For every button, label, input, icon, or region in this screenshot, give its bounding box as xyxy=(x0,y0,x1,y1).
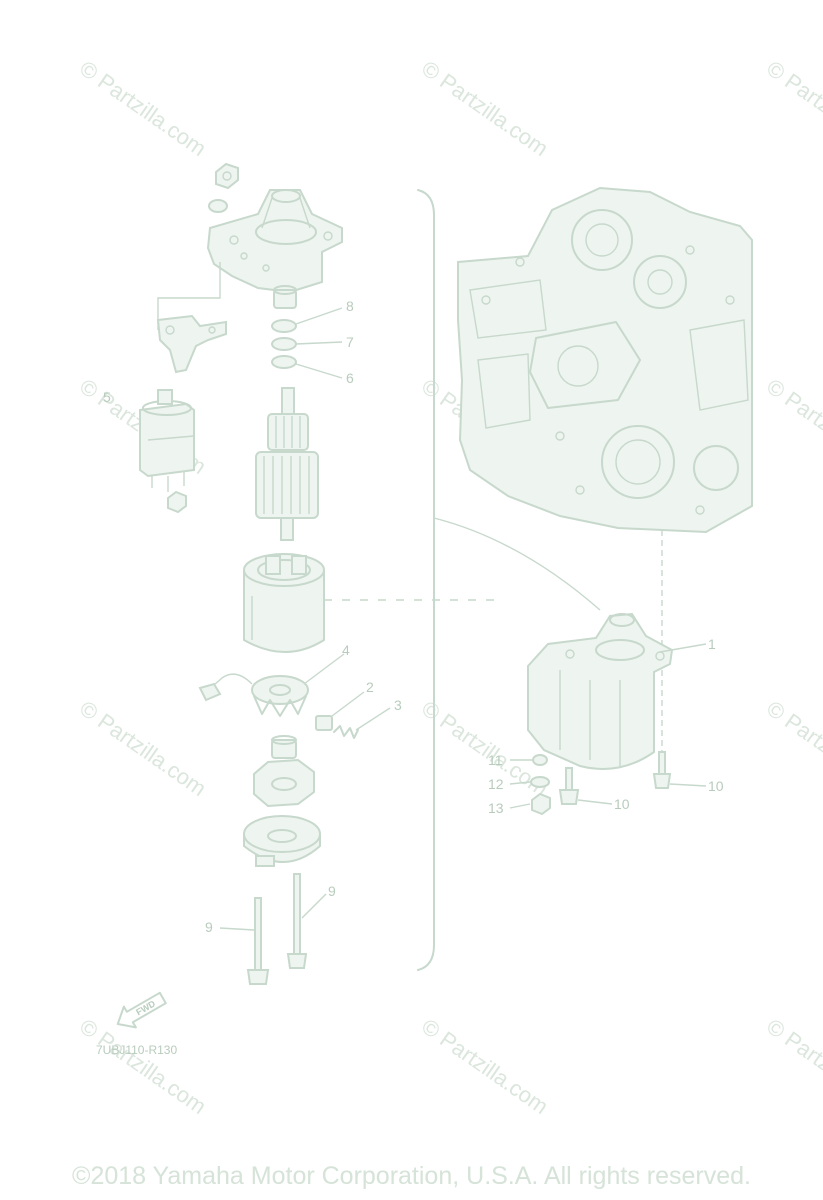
watermark: © Partzilla.com xyxy=(762,56,823,162)
front-cover xyxy=(206,189,343,294)
callout-10-right: 10 xyxy=(708,778,724,794)
engine-block xyxy=(457,186,753,534)
leader-1 xyxy=(659,643,707,653)
leader-10a xyxy=(669,783,707,787)
starter-motor xyxy=(527,612,674,770)
leader-2 xyxy=(331,691,365,717)
assembly-bracket xyxy=(417,189,435,971)
collar-11 xyxy=(532,754,548,766)
washer-7 xyxy=(271,337,297,351)
shift-lever xyxy=(156,314,227,374)
armature xyxy=(255,387,319,541)
watermark: © Partzilla.com xyxy=(75,1014,211,1120)
watermark: © Partzilla.com xyxy=(762,696,823,802)
callout-2: 2 xyxy=(366,679,374,695)
top-washer xyxy=(208,199,228,213)
bracket-leader xyxy=(433,517,601,611)
callout-7: 7 xyxy=(346,334,354,350)
watermark: © Partzilla.com xyxy=(762,1014,823,1120)
leader-6 xyxy=(295,363,343,379)
callout-8: 8 xyxy=(346,298,354,314)
watermark: © Partzilla.com xyxy=(417,1014,553,1120)
yoke xyxy=(243,553,325,653)
leader-13 xyxy=(509,803,531,809)
brush xyxy=(315,715,333,731)
solenoid-nut xyxy=(167,490,187,514)
copyright-notice: ©2018 Yamaha Motor Corporation, U.S.A. A… xyxy=(72,1162,751,1190)
cover-leader xyxy=(157,262,221,330)
callout-10-left: 10 xyxy=(614,796,630,812)
watermarks: © Partzilla.com © Partzilla.com © Partzi… xyxy=(75,56,823,1120)
spring xyxy=(333,725,359,739)
watermark: © Partzilla.com xyxy=(75,56,211,162)
callout-4: 4 xyxy=(342,642,350,658)
callout-9-right: 9 xyxy=(328,883,336,899)
callout-3: 3 xyxy=(394,697,402,713)
through-bolt-left xyxy=(246,897,270,985)
leader-7 xyxy=(295,341,343,345)
bolt-10-right xyxy=(652,751,672,789)
callout-6: 6 xyxy=(346,370,354,386)
leader-9a xyxy=(219,927,255,931)
watermark: © Partzilla.com xyxy=(417,56,553,162)
leader-4 xyxy=(303,653,345,685)
bolt-10-left xyxy=(558,767,580,805)
rear-cover xyxy=(243,815,321,867)
callout-5: 5 xyxy=(103,389,111,405)
callout-13: 13 xyxy=(488,800,504,816)
leader-12 xyxy=(509,781,531,785)
top-nut xyxy=(215,162,239,190)
nut-13 xyxy=(531,792,551,816)
fwd-arrow: FWD xyxy=(116,991,167,1029)
planetary-plate xyxy=(253,758,315,808)
rear-bushing xyxy=(271,735,297,759)
bushing xyxy=(273,285,297,309)
washer-12 xyxy=(530,776,550,788)
washer-8 xyxy=(271,319,297,333)
brush-holder xyxy=(198,673,309,717)
callout-11: 11 xyxy=(488,752,503,768)
solenoid xyxy=(139,389,195,492)
leader-3 xyxy=(355,707,391,731)
callout-9-left: 9 xyxy=(205,919,213,935)
callout-12: 12 xyxy=(488,776,504,792)
leader-10b xyxy=(577,799,613,805)
watermark: © Partzilla.com xyxy=(75,696,211,802)
watermark: © Partzilla.com xyxy=(762,374,823,480)
leader-8 xyxy=(295,307,343,325)
through-bolt-right xyxy=(286,873,308,969)
washer-6 xyxy=(271,355,297,369)
callout-1: 1 xyxy=(708,636,716,652)
leader-9b xyxy=(301,893,327,919)
diagram-code: 7UBJ110-R130 xyxy=(96,1043,177,1057)
